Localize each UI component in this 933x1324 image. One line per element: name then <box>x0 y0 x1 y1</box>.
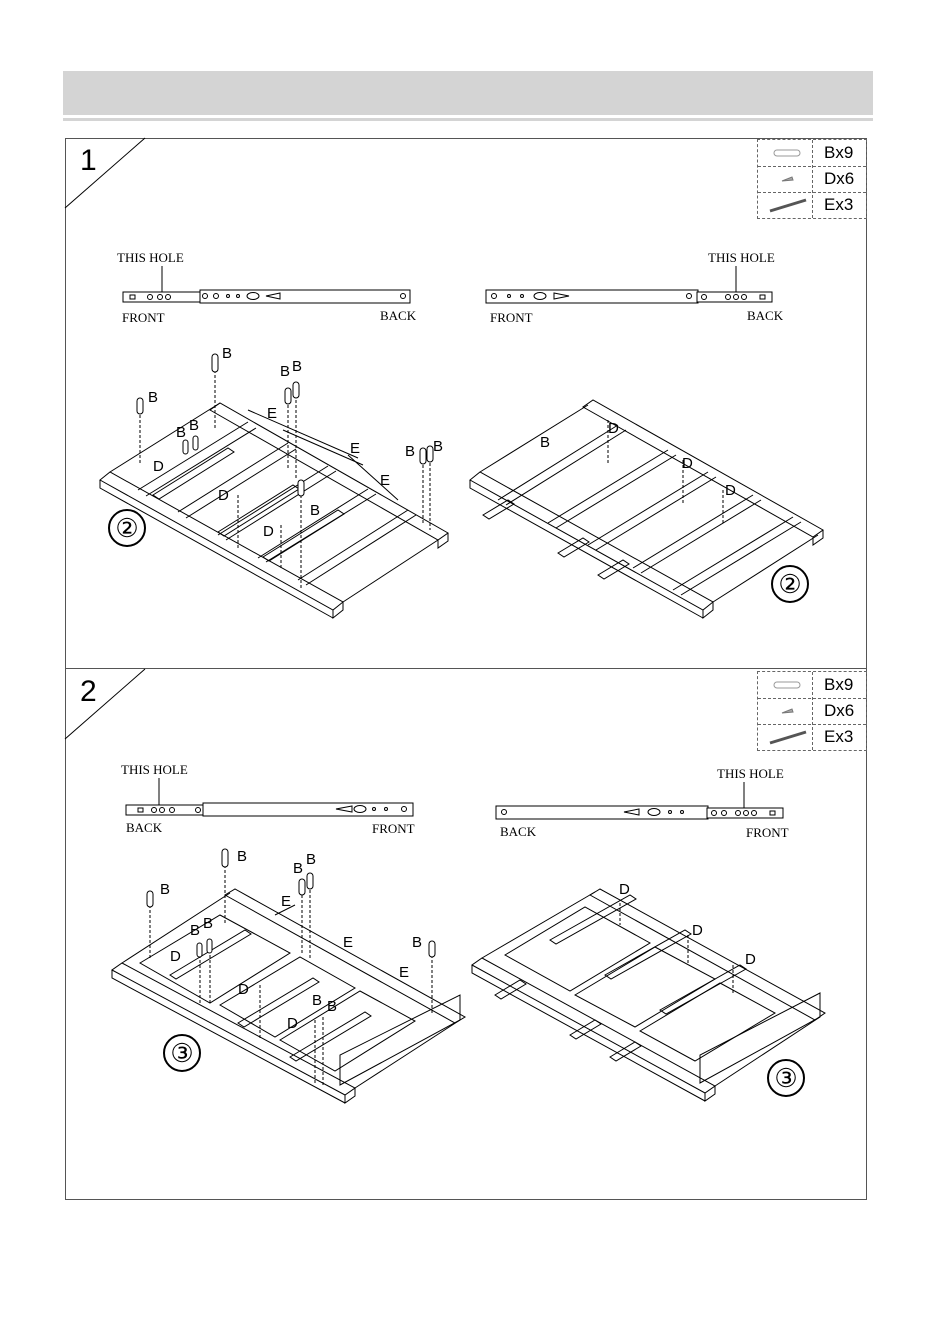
part-e-count: Ex3 <box>824 727 853 747</box>
part-letter: E <box>267 405 277 422</box>
part-letter: B <box>292 358 302 375</box>
part-letter: D <box>238 981 249 998</box>
part-letter: B <box>280 363 290 380</box>
part-letter: B <box>327 998 337 1015</box>
part-letter: D <box>218 487 229 504</box>
part-letter: B <box>540 434 550 451</box>
slide-rail-diagram <box>484 262 784 307</box>
slide-rail-diagram <box>494 778 794 823</box>
rail-end-back: BACK <box>380 308 416 324</box>
header-bar <box>63 71 873 115</box>
parts-box: Bx9 Dx6 Ex3 <box>757 139 867 219</box>
rail-end-front: FRONT <box>122 310 165 326</box>
part-letter: B <box>306 851 316 868</box>
part-letter: E <box>281 893 291 910</box>
part-letter: B <box>293 860 303 877</box>
assembly-drawing-left <box>98 340 458 630</box>
screw-icon <box>766 702 806 720</box>
panel-number: ② <box>108 509 146 547</box>
part-letter: D <box>682 455 693 472</box>
part-letter: D <box>287 1015 298 1032</box>
panel-number: ③ <box>163 1034 201 1072</box>
part-letter: B <box>176 424 186 441</box>
part-letter: E <box>343 934 353 951</box>
header-rule <box>63 118 873 121</box>
part-letter: B <box>412 934 422 951</box>
part-letter: B <box>189 417 199 434</box>
step-corner-slash <box>65 138 155 210</box>
part-letter: D <box>745 951 756 968</box>
rail-end-back: BACK <box>500 824 536 840</box>
rail-end-front: FRONT <box>746 825 789 841</box>
part-letter: B <box>190 922 200 939</box>
rail-end-front: FRONT <box>490 310 533 326</box>
step-divider <box>65 668 867 669</box>
part-letter: B <box>160 881 170 898</box>
rail-icon <box>766 196 806 214</box>
part-d-count: Dx6 <box>824 701 854 721</box>
rail-icon <box>766 728 806 746</box>
slide-rail-diagram <box>124 774 424 819</box>
part-e-count: Ex3 <box>824 195 853 215</box>
part-letter: B <box>148 389 158 406</box>
slide-rail-diagram <box>120 262 420 307</box>
screw-icon <box>766 170 806 188</box>
part-letter: D <box>619 881 630 898</box>
part-d-count: Dx6 <box>824 169 854 189</box>
rail-end-front: FRONT <box>372 821 415 837</box>
rail-end-back: BACK <box>747 308 783 324</box>
part-letter: D <box>263 523 274 540</box>
step-corner-slash <box>65 669 155 741</box>
part-letter: D <box>725 482 736 499</box>
part-letter: D <box>153 458 164 475</box>
part-letter: E <box>350 440 360 457</box>
part-letter: B <box>203 915 213 932</box>
rail-end-back: BACK <box>126 820 162 836</box>
part-letter: B <box>405 443 415 460</box>
panel-number: ③ <box>767 1059 805 1097</box>
part-letter: E <box>399 964 409 981</box>
dowel-icon <box>766 144 806 162</box>
part-letter: B <box>310 502 320 519</box>
part-letter: B <box>312 992 322 1009</box>
part-letter: B <box>433 438 443 455</box>
parts-box: Bx9 Dx6 Ex3 <box>757 671 867 751</box>
part-b-count: Bx9 <box>824 143 853 163</box>
part-letter: D <box>692 922 703 939</box>
part-letter: B <box>237 848 247 865</box>
part-letter: B <box>222 345 232 362</box>
part-b-count: Bx9 <box>824 675 853 695</box>
part-letter: D <box>170 948 181 965</box>
part-letter: D <box>608 420 619 437</box>
dowel-icon <box>766 676 806 694</box>
part-letter: E <box>380 472 390 489</box>
panel-number: ② <box>771 565 809 603</box>
